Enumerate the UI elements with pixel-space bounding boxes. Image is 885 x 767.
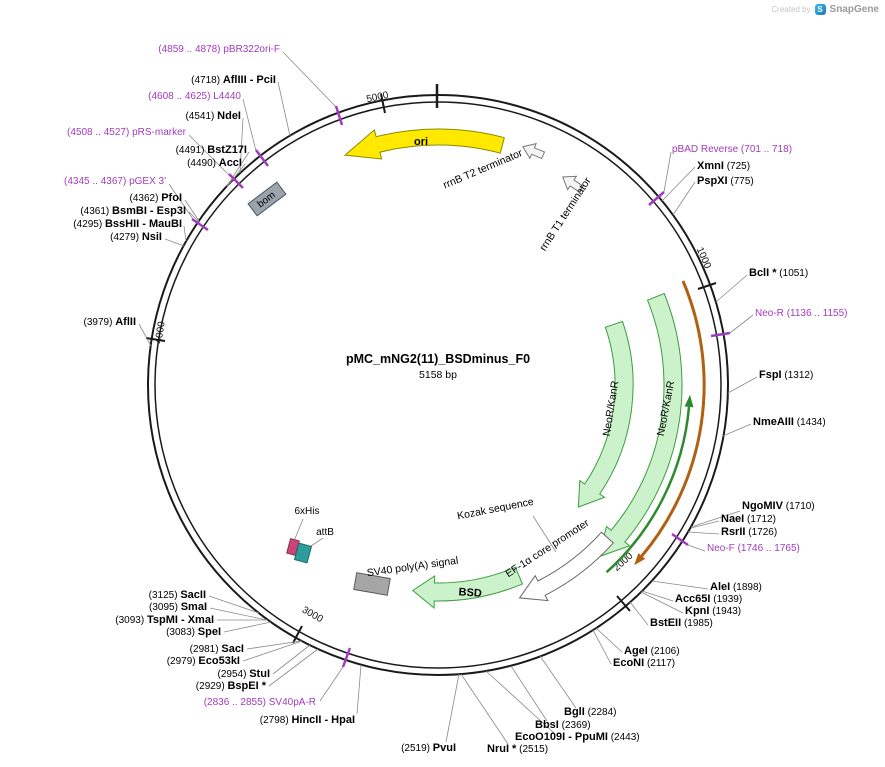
primer-label[interactable]: (4608 .. 4625) L4440 bbox=[148, 91, 241, 102]
tick-label-1000: 1000 bbox=[694, 246, 713, 271]
primer-label[interactable]: pBAD Reverse (701 .. 718) bbox=[672, 144, 793, 155]
site-label[interactable]: KpnI (1943) bbox=[685, 605, 742, 617]
feature-label-sv40-polya[interactable]: SV40 poly(A) signal bbox=[366, 555, 459, 580]
plasmid-name: pMC_mNG2(11)_BSDminus_F0 bbox=[345, 352, 531, 366]
site-label[interactable]: AgeI (2106) bbox=[624, 645, 680, 657]
site-label[interactable]: (2981) SacI bbox=[189, 643, 244, 655]
feature-bom-box[interactable] bbox=[247, 181, 287, 217]
feature-rrnb-t2-arrow[interactable] bbox=[520, 139, 547, 162]
site-label[interactable]: (4279) NsiI bbox=[110, 231, 162, 243]
site-label[interactable]: (4361) BsmBI - Esp3I bbox=[80, 205, 186, 217]
snapgene-logo-icon: S bbox=[814, 4, 826, 15]
site-label[interactable]: (2954) StuI bbox=[217, 668, 270, 680]
feature-thin-green-arc[interactable] bbox=[605, 394, 694, 574]
watermark-brand: SnapGene bbox=[829, 4, 879, 15]
site-label[interactable]: (2979) Eco53kI bbox=[166, 655, 240, 667]
site-label[interactable]: FspI (1312) bbox=[759, 369, 814, 381]
watermark-created-by: Created by bbox=[771, 5, 811, 14]
site-label[interactable]: (2929) BspEI * bbox=[195, 680, 266, 692]
feature-ef1a-promoter-arrow[interactable] bbox=[518, 531, 615, 602]
feature-label-attb[interactable]: attB bbox=[316, 527, 334, 538]
primer-label[interactable]: Neo-R (1136 .. 1155) bbox=[755, 308, 848, 319]
plasmid-size: 5158 bp bbox=[419, 369, 457, 381]
feature-label-ori[interactable]: ori bbox=[414, 136, 428, 148]
feature-orange-arc[interactable] bbox=[634, 280, 706, 566]
tick-label-3000: 3000 bbox=[300, 605, 325, 626]
site-label[interactable]: (4490) AccI bbox=[187, 157, 242, 169]
primer-label[interactable]: (2836 .. 2855) SV40pA-R bbox=[203, 697, 316, 708]
site-label[interactable]: (4718) AflIII - PciI bbox=[191, 74, 276, 86]
site-label[interactable]: (3979) AflII bbox=[83, 316, 136, 328]
primer-label[interactable]: (4859 .. 4878) pBR322ori-F bbox=[158, 44, 280, 55]
site-label[interactable]: (4362) PfoI bbox=[129, 192, 182, 204]
leader-lines bbox=[138, 51, 758, 745]
site-label[interactable]: Acc65I (1939) bbox=[675, 593, 743, 605]
primer-ticks[interactable] bbox=[191, 105, 731, 668]
primer-label[interactable]: Neo-F (1746 .. 1765) bbox=[707, 543, 800, 554]
feature-label-kozak[interactable]: Kozak sequence bbox=[456, 496, 535, 523]
feature-bsd-arrow[interactable] bbox=[411, 566, 524, 610]
site-label[interactable]: NaeI (1712) bbox=[721, 513, 776, 525]
scale-ticks bbox=[145, 93, 717, 644]
plasmid-title-block: pMC_mNG2(11)_BSDminus_F0 5158 bp bbox=[278, 352, 598, 381]
feature-neor-kanr-inner[interactable] bbox=[577, 320, 634, 508]
site-label[interactable]: (3095) SmaI bbox=[149, 601, 207, 613]
site-label[interactable]: XmnI (725) bbox=[697, 160, 751, 172]
site-label[interactable]: RsrII (1726) bbox=[721, 526, 778, 538]
feature-rrnb-t1-arrow[interactable] bbox=[558, 170, 585, 195]
site-label[interactable]: NgoMIV (1710) bbox=[742, 500, 815, 512]
feature-label-rrnb-t1[interactable]: rrnB T1 terminator bbox=[537, 175, 594, 253]
site-label[interactable]: NmeAIII (1434) bbox=[753, 416, 826, 428]
site-label[interactable]: (4541) NdeI bbox=[185, 110, 241, 122]
site-label[interactable]: AleI (1898) bbox=[710, 581, 762, 593]
primer-label[interactable]: (4345 .. 4367) pGEX 3' bbox=[64, 176, 166, 187]
feature-sv40-polya-box[interactable] bbox=[353, 572, 391, 596]
site-label[interactable]: (3125) SacII bbox=[148, 589, 206, 601]
site-label[interactable]: BbsI (2369) bbox=[535, 719, 591, 731]
site-label[interactable]: (4295) BssHII - MauBI bbox=[73, 218, 182, 230]
site-label[interactable]: BglI (2284) bbox=[564, 706, 617, 718]
feature-label-rrnb-t2[interactable]: rrnB T2 terminator bbox=[441, 147, 524, 191]
tick-label-5000: 5000 bbox=[365, 90, 389, 105]
primer-label[interactable]: (4508 .. 4527) pRS-marker bbox=[67, 127, 186, 138]
feature-ori-arrow[interactable] bbox=[343, 128, 505, 160]
tick-label-4000: 4000 bbox=[153, 320, 167, 344]
site-label[interactable]: EcoNI (2117) bbox=[613, 657, 676, 669]
site-label[interactable]: (2519) PvuI bbox=[401, 742, 456, 754]
site-label[interactable]: (4491) BstZ17I bbox=[175, 144, 247, 156]
site-label[interactable]: NruI * (2515) bbox=[487, 743, 549, 755]
site-label[interactable]: (3083) SpeI bbox=[166, 626, 221, 638]
watermark[interactable]: Created by S SnapGene bbox=[771, 4, 879, 15]
feature-label-6xhis[interactable]: 6xHis bbox=[294, 506, 319, 517]
feature-attb-box[interactable] bbox=[293, 542, 313, 564]
site-label[interactable]: (3093) TspMI - XmaI bbox=[115, 614, 214, 626]
site-label[interactable]: PspXI (775) bbox=[697, 175, 754, 187]
site-label[interactable]: BclI * (1051) bbox=[749, 267, 809, 279]
site-label[interactable]: BstEII (1985) bbox=[650, 617, 713, 629]
feature-label-bsd[interactable]: BSD bbox=[458, 586, 482, 600]
site-label[interactable]: (2798) HincII - HpaI bbox=[259, 714, 355, 726]
site-label[interactable]: EcoO109I - PpuMI (2443) bbox=[515, 731, 640, 743]
